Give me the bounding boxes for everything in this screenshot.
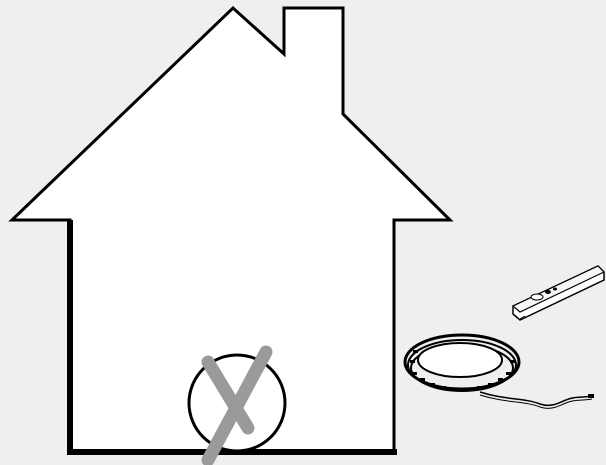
led-strip-coil-icon [405, 335, 594, 408]
remote-controller-icon [513, 266, 604, 320]
